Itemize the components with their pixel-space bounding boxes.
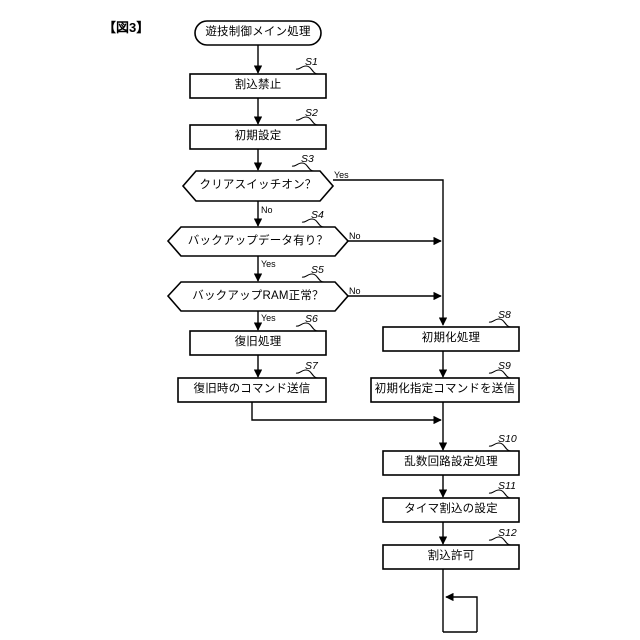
leader-s6	[295, 322, 326, 332]
node-s2-shape	[189, 124, 327, 150]
node-s12-shape	[382, 544, 520, 570]
step-id-s6: S6	[305, 313, 318, 325]
step-id-s5: S5	[311, 264, 324, 276]
node-s1-label: 割込禁止	[234, 79, 282, 92]
leader-s5	[301, 273, 330, 283]
step-id-s1: S1	[305, 56, 318, 68]
node-s11-shape	[382, 497, 520, 523]
branch-label-s4-no: No	[349, 231, 361, 241]
leader-s8	[488, 318, 519, 328]
leader-s9	[488, 369, 519, 379]
leader-s2	[295, 116, 326, 126]
edge-s7-to-rail	[251, 402, 442, 425]
leader-s3	[291, 162, 320, 172]
step-id-s12: S12	[498, 527, 517, 539]
edge-s3-yes-to-rail	[333, 179, 448, 326]
node-s12-label: 割込許可	[427, 550, 475, 563]
node-s11-label: タイマ割込の設定	[404, 503, 498, 516]
node-s3-shape	[181, 170, 335, 202]
leader-s4	[301, 218, 330, 228]
step-id-s9: S9	[498, 360, 511, 372]
node-s7-label: 復旧時のコマンド送信	[193, 383, 311, 396]
branch-label-s4-yes: Yes	[261, 259, 276, 269]
step-id-s8: S8	[498, 309, 511, 321]
node-s9-shape	[370, 377, 520, 403]
branch-label-s3-yes: Yes	[334, 170, 349, 180]
leader-s11	[488, 489, 519, 499]
node-s6-shape	[189, 330, 327, 356]
step-id-s4: S4	[311, 209, 324, 221]
node-s5-label: バックアップRAM正常？	[192, 289, 324, 302]
figure-number-label: 【図3】	[103, 20, 150, 35]
node-s8-label: 初期化処理	[421, 332, 481, 345]
edge-loop-back	[445, 592, 478, 632]
node-s8-shape	[382, 326, 520, 352]
branch-label-s3-no: No	[261, 205, 273, 215]
node-s3-label: クリアスイッチオン？	[199, 179, 317, 192]
leader-s10	[488, 442, 519, 452]
leader-s12	[488, 536, 519, 546]
node-s2-label: 初期設定	[234, 130, 282, 143]
step-id-s3: S3	[301, 153, 314, 165]
node-s10-shape	[382, 450, 520, 476]
step-id-s10: S10	[498, 433, 517, 445]
node-s10-label: 乱数回路設定処理	[404, 456, 498, 469]
node-s6-label: 復旧処理	[234, 336, 282, 349]
node-s9-label: 初期化指定コマンドを送信	[374, 383, 516, 396]
step-id-s7: S7	[305, 360, 318, 372]
leader-s7	[295, 369, 326, 379]
step-id-s11: S11	[498, 480, 516, 492]
branch-label-s5-no: No	[349, 286, 361, 296]
branch-label-s5-yes: Yes	[261, 313, 276, 323]
leader-s1	[295, 65, 326, 75]
node-s4-label: バックアップデータ有り？	[187, 234, 329, 247]
step-id-s2: S2	[305, 107, 318, 119]
node-start-label: 遊技制御メイン処理	[205, 26, 311, 39]
